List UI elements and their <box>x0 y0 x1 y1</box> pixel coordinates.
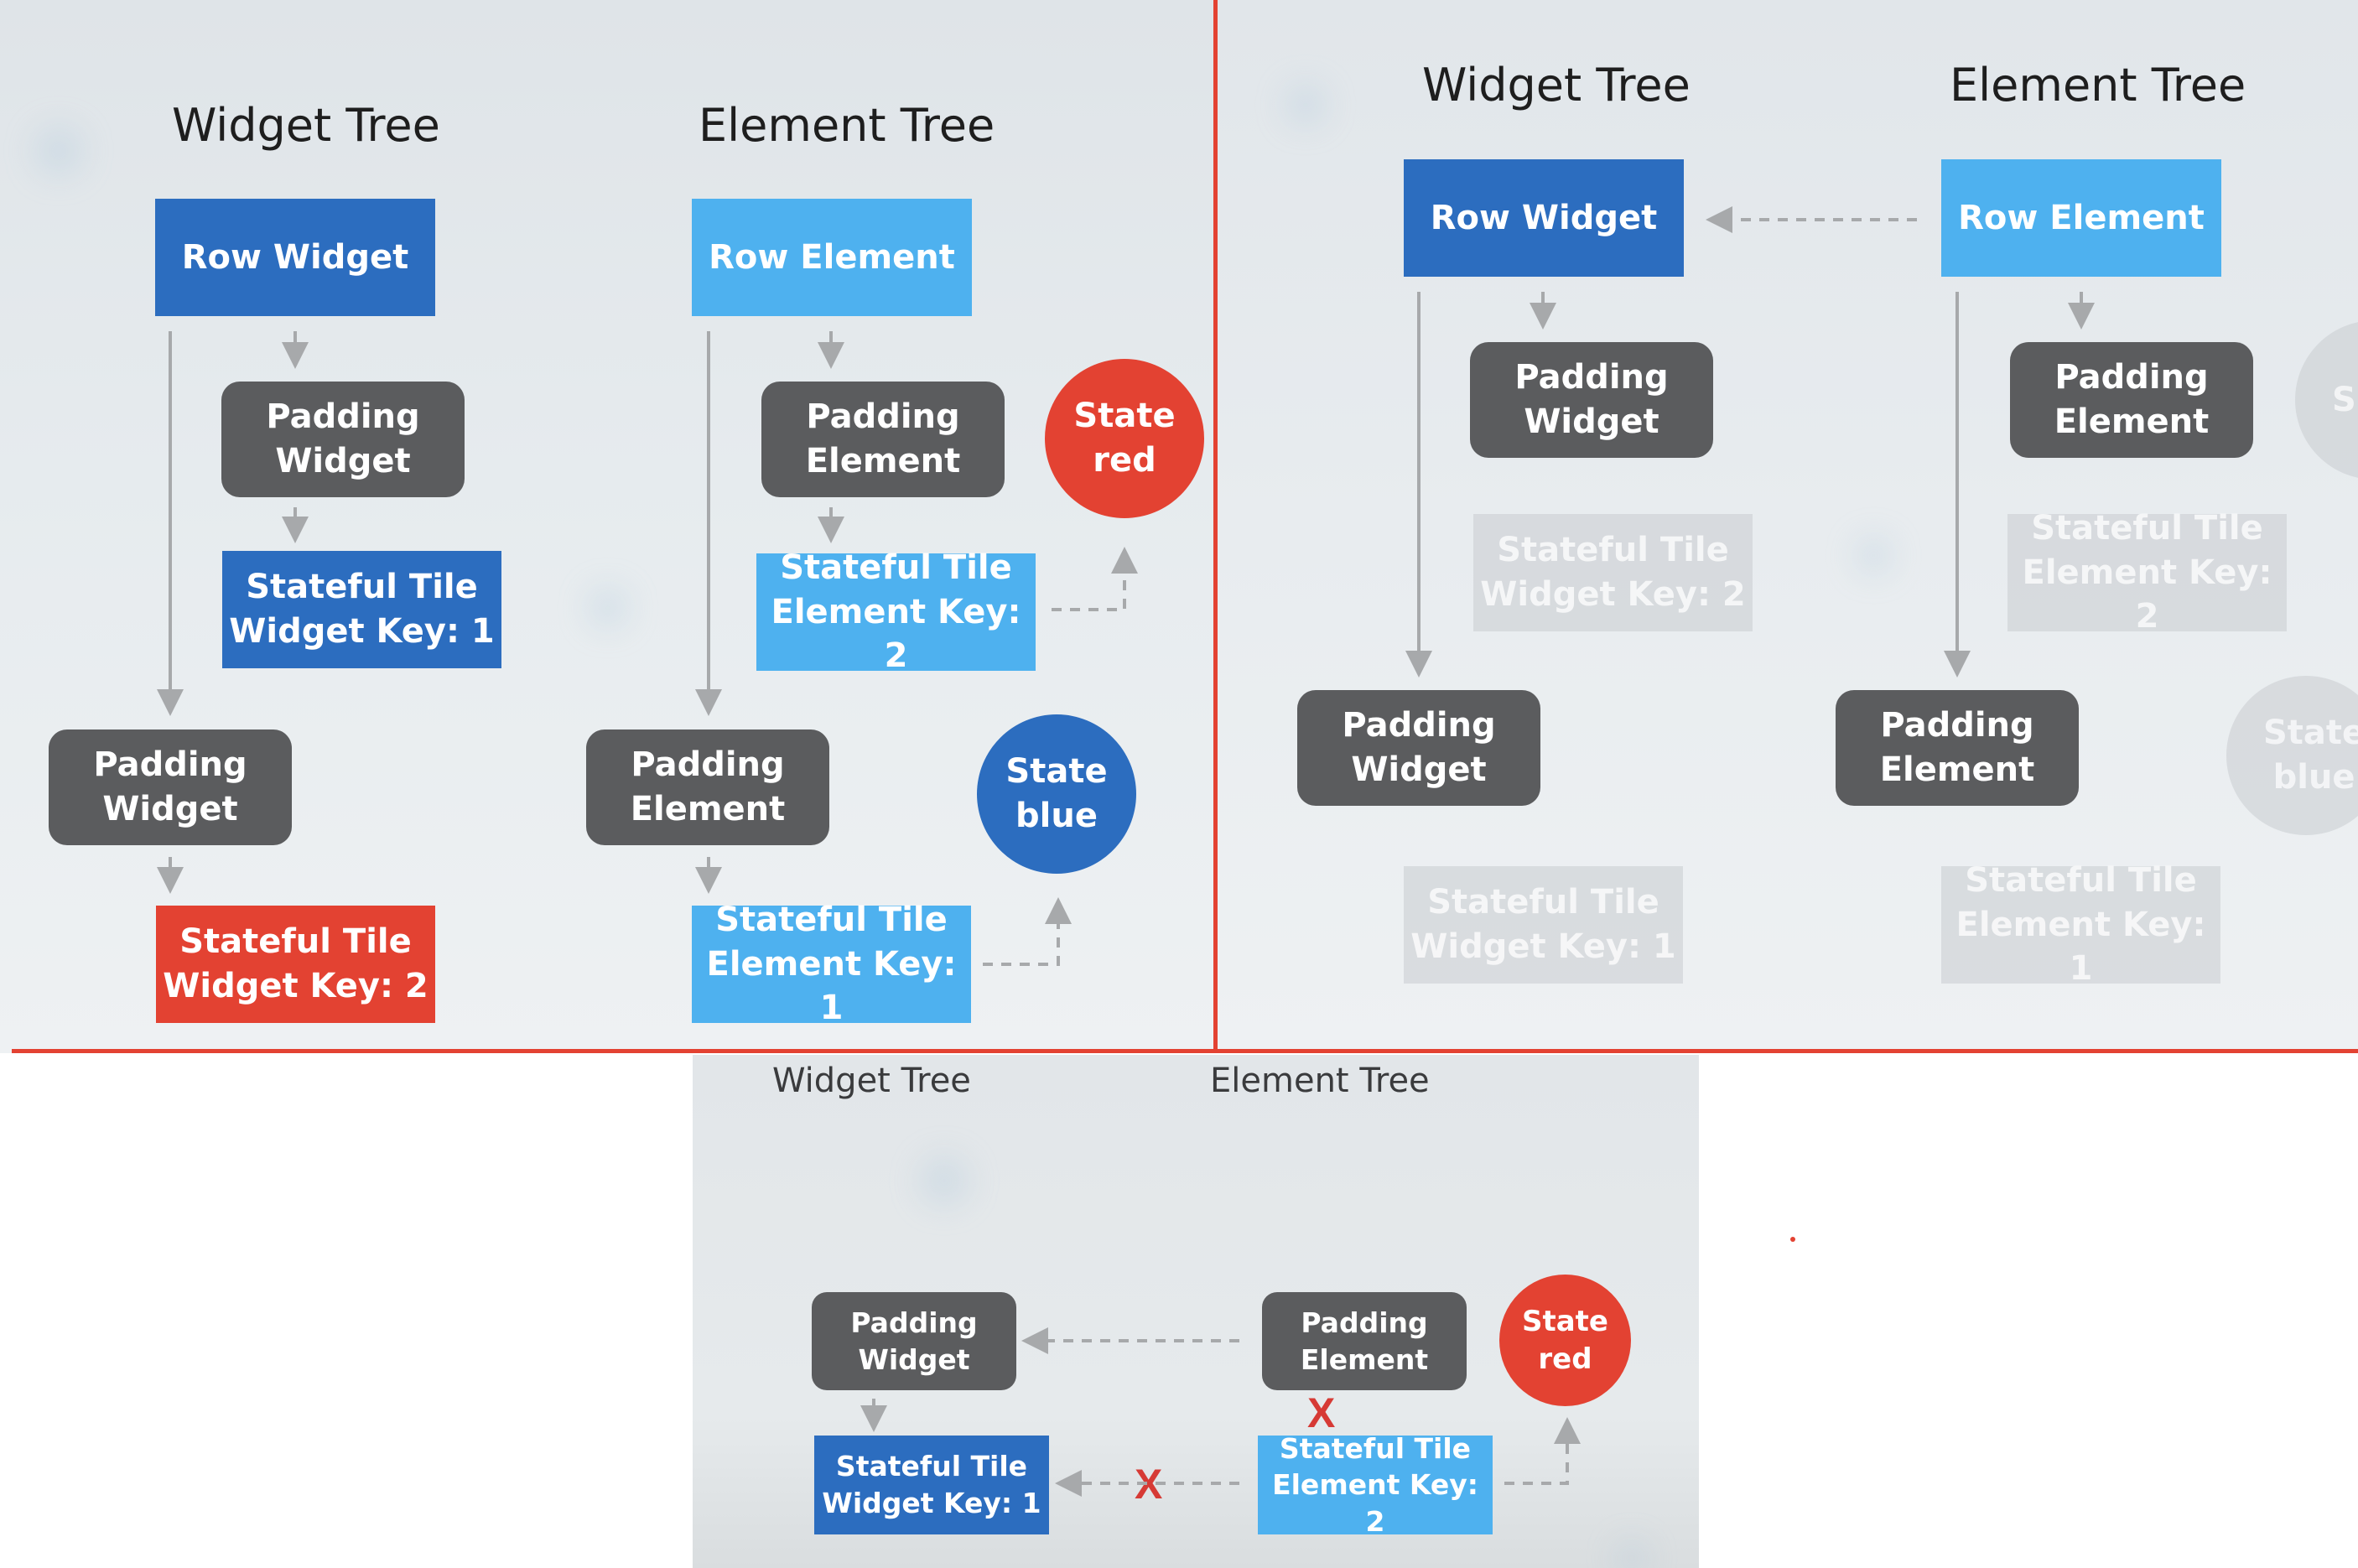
stateful-tile-element-key1: Stateful Tile Element Key: 1 <box>692 901 971 1027</box>
state-red-circle: State red <box>1045 359 1204 518</box>
panel-a-arrows <box>157 331 1138 966</box>
faded-stateful-tile-widget-key2: Stateful Tile Widget Key: 2 <box>1473 514 1753 631</box>
element-tree-title: Element Tree <box>1950 59 2246 112</box>
panel-trees-matching: Widget Tree Element Tree Row Widget Row … <box>1218 0 2358 1053</box>
faded-stateful-tile-element-key2: Stateful Tile Element Key: 2 <box>2007 509 2287 636</box>
panel-b-arrows <box>1405 206 2095 678</box>
faded-stateful-tile-element-key1: Stateful Tile Element Key: 1 <box>1941 861 2220 988</box>
padding-element: Padding Element <box>761 382 1005 497</box>
panel-c-arrows <box>860 1327 1581 1497</box>
padding-element-2: Padding Element <box>1836 690 2079 806</box>
row-element: Row Element <box>1941 159 2221 277</box>
element-tree-title: Element Tree <box>699 99 995 152</box>
widget-tree-title: Widget Tree <box>172 99 440 152</box>
stateful-tile-widget-key1: Stateful Tile Widget Key: 1 <box>222 551 501 668</box>
stateful-tile-widget-key1: Stateful Tile Widget Key: 1 <box>814 1436 1049 1534</box>
padding-element: Padding Element <box>1262 1292 1467 1390</box>
padding-widget: Padding Widget <box>1470 342 1713 458</box>
faded-stateful-tile-widget-key1: Stateful Tile Widget Key: 1 <box>1404 866 1683 984</box>
horizontal-divider <box>12 1049 2358 1053</box>
stateful-tile-widget-key2: Stateful Tile Widget Key: 2 <box>156 906 435 1023</box>
vertical-divider <box>1213 0 1218 1053</box>
state-faded-circle-partial: S <box>2295 320 2358 480</box>
link-broken-x-mark: X <box>1307 1389 1336 1436</box>
state-red-circle: State red <box>1499 1275 1631 1406</box>
padding-element-2: Padding Element <box>586 729 829 845</box>
padding-widget-2: Padding Widget <box>1297 690 1540 806</box>
stateful-tile-element-key2: Stateful Tile Element Key: 2 <box>756 548 1036 675</box>
row-widget: Row Widget <box>1404 159 1684 277</box>
state-blue-circle: State blue <box>977 714 1136 874</box>
padding-element: Padding Element <box>2010 342 2253 458</box>
widget-tree-title: Widget Tree <box>772 1062 971 1100</box>
red-dot-mark <box>1790 1237 1795 1242</box>
panel-widget-swap: Widget Tree Element Tree Row Widget Row … <box>0 0 1216 1053</box>
padding-widget: Padding Widget <box>812 1292 1016 1390</box>
state-blue-faded-circle: State blue <box>2226 676 2358 835</box>
panel-element-mismatch: Widget Tree Element Tree Padding Widget … <box>693 1055 1699 1568</box>
element-tree-title: Element Tree <box>1210 1062 1430 1100</box>
row-widget: Row Widget <box>155 199 435 316</box>
padding-widget: Padding Widget <box>221 382 465 497</box>
widget-tree-title: Widget Tree <box>1422 59 1691 112</box>
padding-widget-2: Padding Widget <box>49 729 292 845</box>
row-element: Row Element <box>692 199 972 316</box>
stateful-tile-element-key2: Stateful Tile Element Key: 2 <box>1258 1432 1493 1538</box>
